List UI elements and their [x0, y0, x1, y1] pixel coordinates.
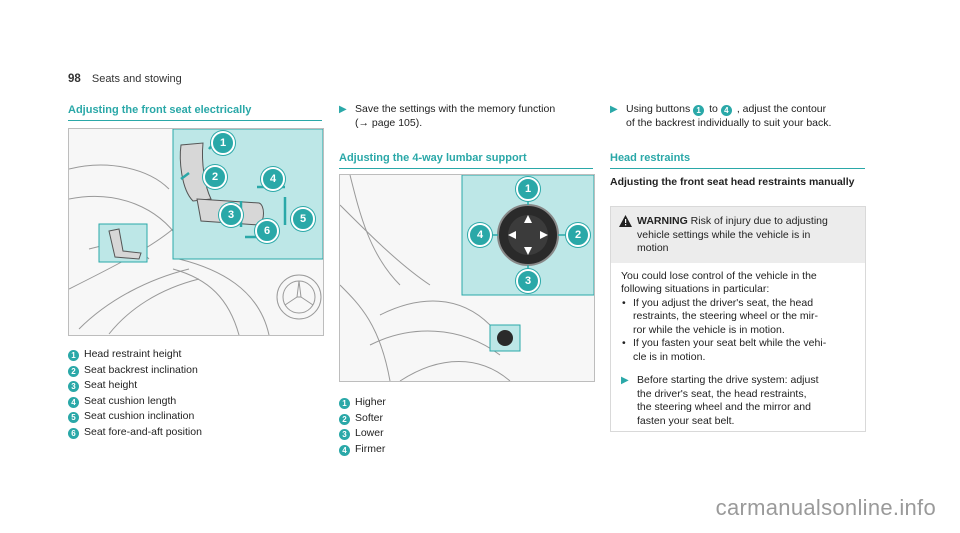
- lumbar-illustration: [340, 175, 594, 381]
- warning-box: WARNING Risk of injury due to adjusting …: [610, 206, 866, 432]
- seat-callout-1: 1: [211, 131, 235, 155]
- page-header: 98 Seats and stowing: [68, 73, 182, 85]
- page-number: 98: [68, 73, 81, 85]
- lumbar-figure: 1 2 3 4: [339, 174, 595, 382]
- seat-callout-4: 4: [261, 167, 285, 191]
- section-heading-head-restraints: Head restraints: [610, 152, 865, 169]
- warning-header: WARNING Risk of injury due to adjusting …: [611, 207, 865, 263]
- seat-callout-3: 3: [219, 203, 243, 227]
- warning-label: WARNING: [637, 215, 688, 227]
- seat-callout-6: 6: [255, 219, 279, 243]
- list-item: If you fasten your seat belt while the v…: [621, 337, 857, 364]
- section-heading-lumbar: Adjusting the 4-way lumbar support: [339, 152, 593, 169]
- step-arrow-icon: ▶: [610, 104, 618, 115]
- section-heading-seat-electric: Adjusting the front seat electrically: [68, 104, 322, 121]
- list-item: If you adjust the driver's seat, the hea…: [621, 297, 857, 338]
- subheading-head-restraints-manual: Adjusting the front seat head restraints…: [610, 176, 855, 188]
- step-arrow-icon: ▶: [621, 375, 629, 386]
- seat-callout-5: 5: [291, 207, 315, 231]
- warning-body: You could lose control of the vehicle in…: [611, 263, 865, 437]
- warning-triangle-icon: [619, 215, 637, 256]
- lumbar-callout-2: 2: [566, 223, 590, 247]
- lumbar-callout-1: 1: [516, 177, 540, 201]
- lumbar-callout-4: 4: [468, 223, 492, 247]
- seat-controls-figure: 1 2 3 4 5 6: [68, 128, 324, 336]
- seat-callout-2: 2: [203, 165, 227, 189]
- page-title: Seats and stowing: [91, 73, 182, 85]
- watermark: carmanualsonline.info: [715, 495, 936, 520]
- page-reference: (→ page 105).: [355, 116, 423, 129]
- step-arrow-icon: ▶: [339, 104, 347, 115]
- warning-action: ▶ Before starting the drive system: adju…: [621, 374, 819, 427]
- lumbar-callout-3: 3: [516, 269, 540, 293]
- seat-illustration: [69, 129, 323, 335]
- memory-step: ▶Save the settings with the memory funct…: [339, 103, 593, 130]
